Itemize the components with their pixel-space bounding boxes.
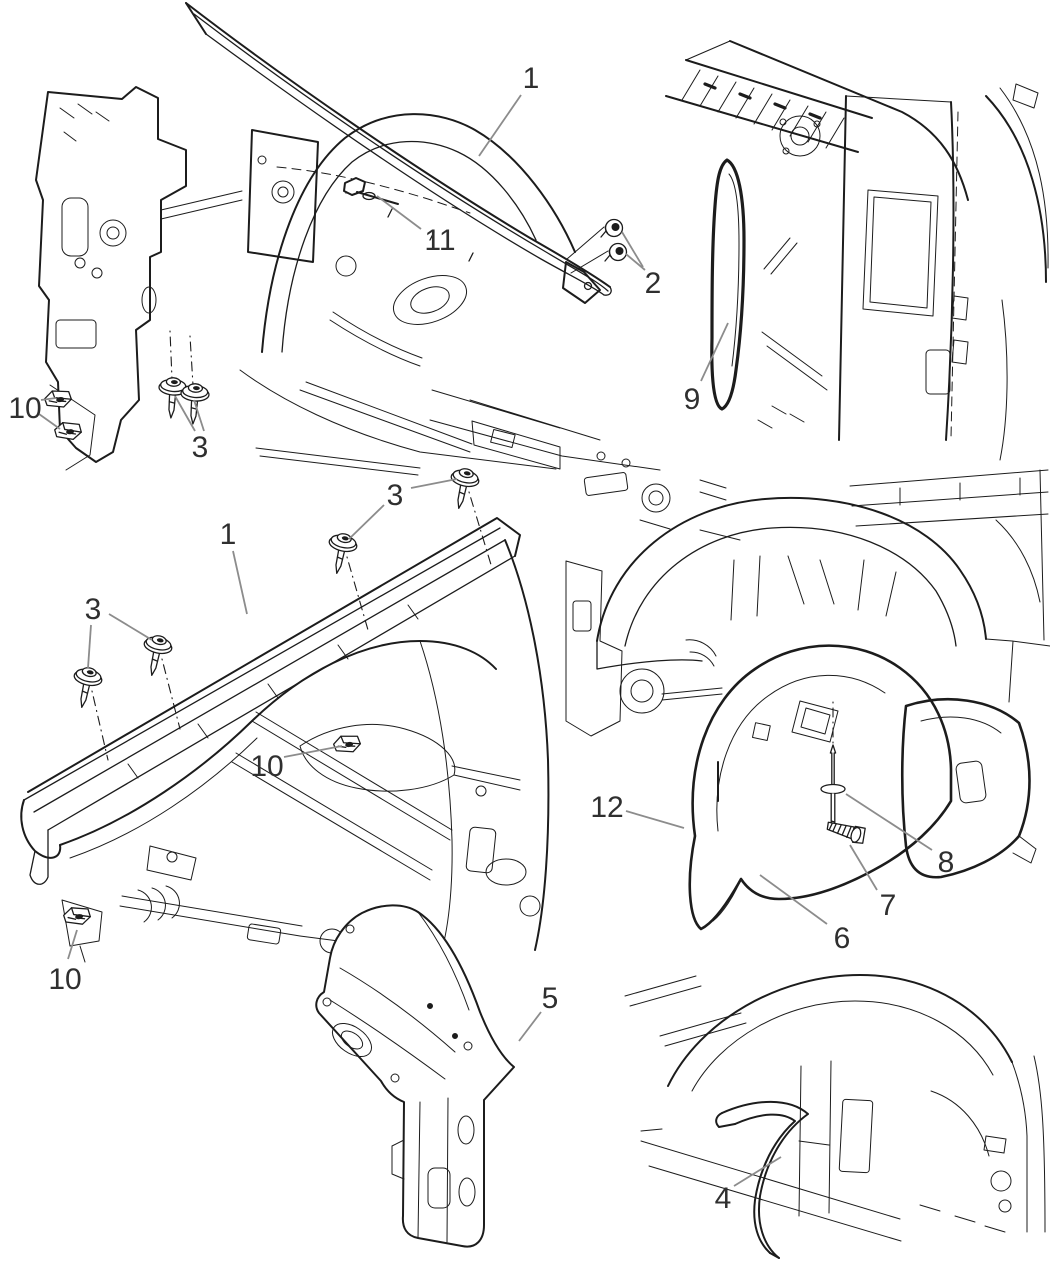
- door-and-fender-arc: [985, 83, 1049, 461]
- shield-bracket: [299, 724, 521, 792]
- leader-line: [376, 195, 422, 230]
- leader-line: [845, 793, 933, 851]
- leader-line: [700, 322, 729, 382]
- leader-line: [759, 874, 828, 925]
- leader-line: [232, 550, 248, 615]
- cowl-grille-hatch: [665, 59, 873, 153]
- suspension-and-apron: [565, 555, 897, 737]
- callout-9[interactable]: 9: [684, 383, 701, 416]
- leader-line: [625, 810, 685, 829]
- leader-line: [193, 399, 205, 432]
- callout-4[interactable]: 4: [715, 1182, 732, 1215]
- callout-8[interactable]: 8: [938, 846, 955, 879]
- left-apron-structure: [35, 86, 319, 471]
- leader-line: [283, 745, 343, 758]
- leader-line: [478, 94, 522, 157]
- leader-line: [625, 253, 646, 271]
- callout-2[interactable]: 2: [645, 267, 662, 300]
- rear-quarter-structure: [624, 974, 1046, 1242]
- callout-11[interactable]: 11: [424, 224, 455, 257]
- leader-line: [108, 613, 153, 641]
- leader-line: [849, 844, 878, 891]
- a-pillar-structure: [685, 40, 969, 441]
- liner-rear-section-art: [900, 697, 1037, 879]
- leader-line: [40, 397, 57, 401]
- fender-clip-art: [343, 177, 399, 205]
- leader-line: [733, 1156, 782, 1187]
- leader-line: [518, 1011, 542, 1042]
- callout-3[interactable]: 3: [387, 479, 404, 512]
- callout-10[interactable]: 10: [8, 392, 41, 425]
- fender-flare-arc: [596, 496, 1050, 703]
- screw-axis-lines: [91, 491, 493, 761]
- panel-rear-wheelhouse-shield: [624, 974, 1046, 1259]
- panel-fender-inner-mounting: [20, 465, 550, 963]
- leader-line: [621, 231, 644, 268]
- fender-flange-rail: [20, 517, 521, 885]
- leader-line: [174, 395, 196, 432]
- callout-6[interactable]: 6: [834, 922, 851, 955]
- cowl-side-seal-art: [710, 158, 746, 411]
- callout-7[interactable]: 7: [880, 889, 897, 922]
- splash-shield-details: [322, 911, 476, 1243]
- panel-front-wheelhouse-liner: [565, 469, 1050, 931]
- callout-3[interactable]: 3: [192, 431, 209, 464]
- callout-3[interactable]: 3: [85, 593, 102, 626]
- leader-line: [410, 478, 458, 489]
- leader-line: [67, 929, 78, 960]
- artwork-layer: [20, 2, 1050, 1259]
- seal-inner-line: [728, 173, 740, 367]
- leader-line: [348, 504, 385, 540]
- splash-shield-art: [315, 904, 515, 1248]
- body-structure: [146, 539, 550, 957]
- panel-splash-shield: [315, 904, 515, 1248]
- panel-cowl-side-seal: [665, 40, 1049, 461]
- callout-12[interactable]: 12: [590, 791, 623, 824]
- fender-skin-curves: [59, 640, 497, 859]
- callout-10[interactable]: 10: [48, 963, 81, 996]
- pin-pointer-lines: [566, 226, 609, 274]
- callout-5[interactable]: 5: [542, 982, 559, 1015]
- lower-rail-details: [239, 255, 661, 476]
- quarter-shield-art: [715, 1100, 809, 1259]
- callout-10[interactable]: 10: [250, 750, 283, 783]
- callout-1[interactable]: 1: [523, 62, 540, 95]
- background-structure: [583, 469, 1049, 641]
- fender-liner-art: [688, 644, 953, 931]
- screw-axis-lines: [169, 330, 194, 386]
- callout-1[interactable]: 1: [220, 518, 237, 551]
- leader-line: [38, 413, 61, 430]
- panel-front-fender-assembly: [35, 2, 661, 476]
- leader-line: [87, 624, 92, 669]
